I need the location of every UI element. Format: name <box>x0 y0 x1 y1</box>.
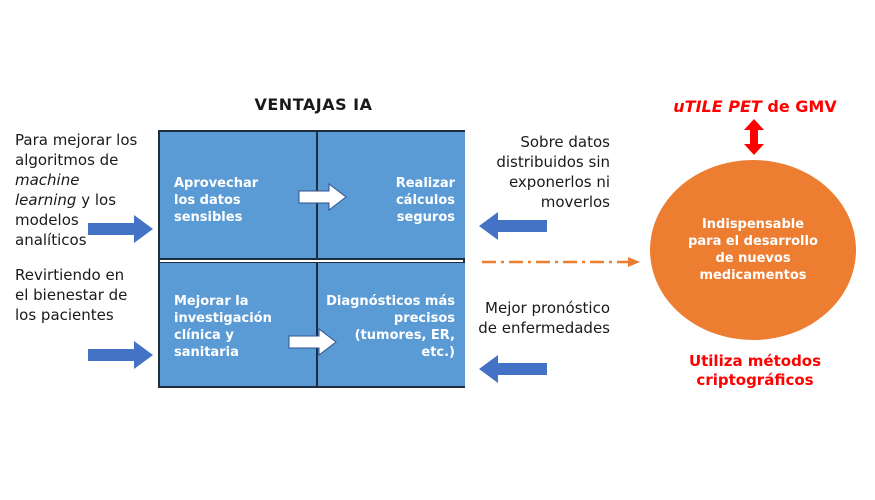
circle-text: Indispensable para el desarrollo de nuev… <box>688 217 818 283</box>
left-arrow-bottom-icon <box>88 341 153 369</box>
quadrant-bottom-left: Mejorar la investigación clínica y sanit… <box>160 262 317 386</box>
diagram-title: VENTAJAS IA <box>254 95 373 114</box>
left-text-top-pre: Para mejorar los algoritmos de <box>15 131 138 169</box>
right-text-top: Sobre datos distribuidos sin exponerlos … <box>496 133 610 211</box>
quadrant-bottom-right: Diagnósticos más precisos (tumores, ER, … <box>317 262 465 386</box>
left-arrow-top-icon <box>88 215 153 243</box>
utile-pet-italic: uTILE PET <box>673 97 762 116</box>
left-text-top-post: y los modelos analíticos <box>15 191 117 249</box>
right-arrow-bottom-icon <box>479 355 547 383</box>
inner-arrow-bottom-icon <box>288 327 337 357</box>
left-text-bottom: Revirtiendo en el bienestar de los pacie… <box>15 266 128 324</box>
utile-pet-rest: de GMV <box>761 97 837 116</box>
quadrant-top-left-label: Aprovechar los datos sensibles <box>174 176 259 225</box>
left-text-top: Para mejorar los algoritmos de machine l… <box>15 130 145 250</box>
quadrant-bottom-right-label: Diagnósticos más precisos (tumores, ER, … <box>326 294 455 360</box>
right-arrow-top-icon <box>479 212 547 240</box>
crypto-methods-label: Utiliza métodos criptográficos <box>688 352 822 389</box>
utile-pet-label: uTILE PET de GMV <box>640 97 870 116</box>
medicines-circle: Indispensable para el desarrollo de nuev… <box>650 160 856 340</box>
left-text-top-italic: machine learning <box>15 171 80 209</box>
double-arrow-icon <box>744 119 764 155</box>
right-text-bottom: Mejor pronóstico de enfermedades <box>478 299 610 337</box>
quadrant-top-left: Aprovechar los datos sensibles <box>160 132 317 260</box>
dashdot-arrow-icon <box>482 257 640 267</box>
quadrant-top-right-label: Realizar cálculos seguros <box>395 176 455 225</box>
inner-arrow-top-icon <box>298 182 347 212</box>
quadrant-bottom-left-label: Mejorar la investigación clínica y sanit… <box>174 294 272 360</box>
